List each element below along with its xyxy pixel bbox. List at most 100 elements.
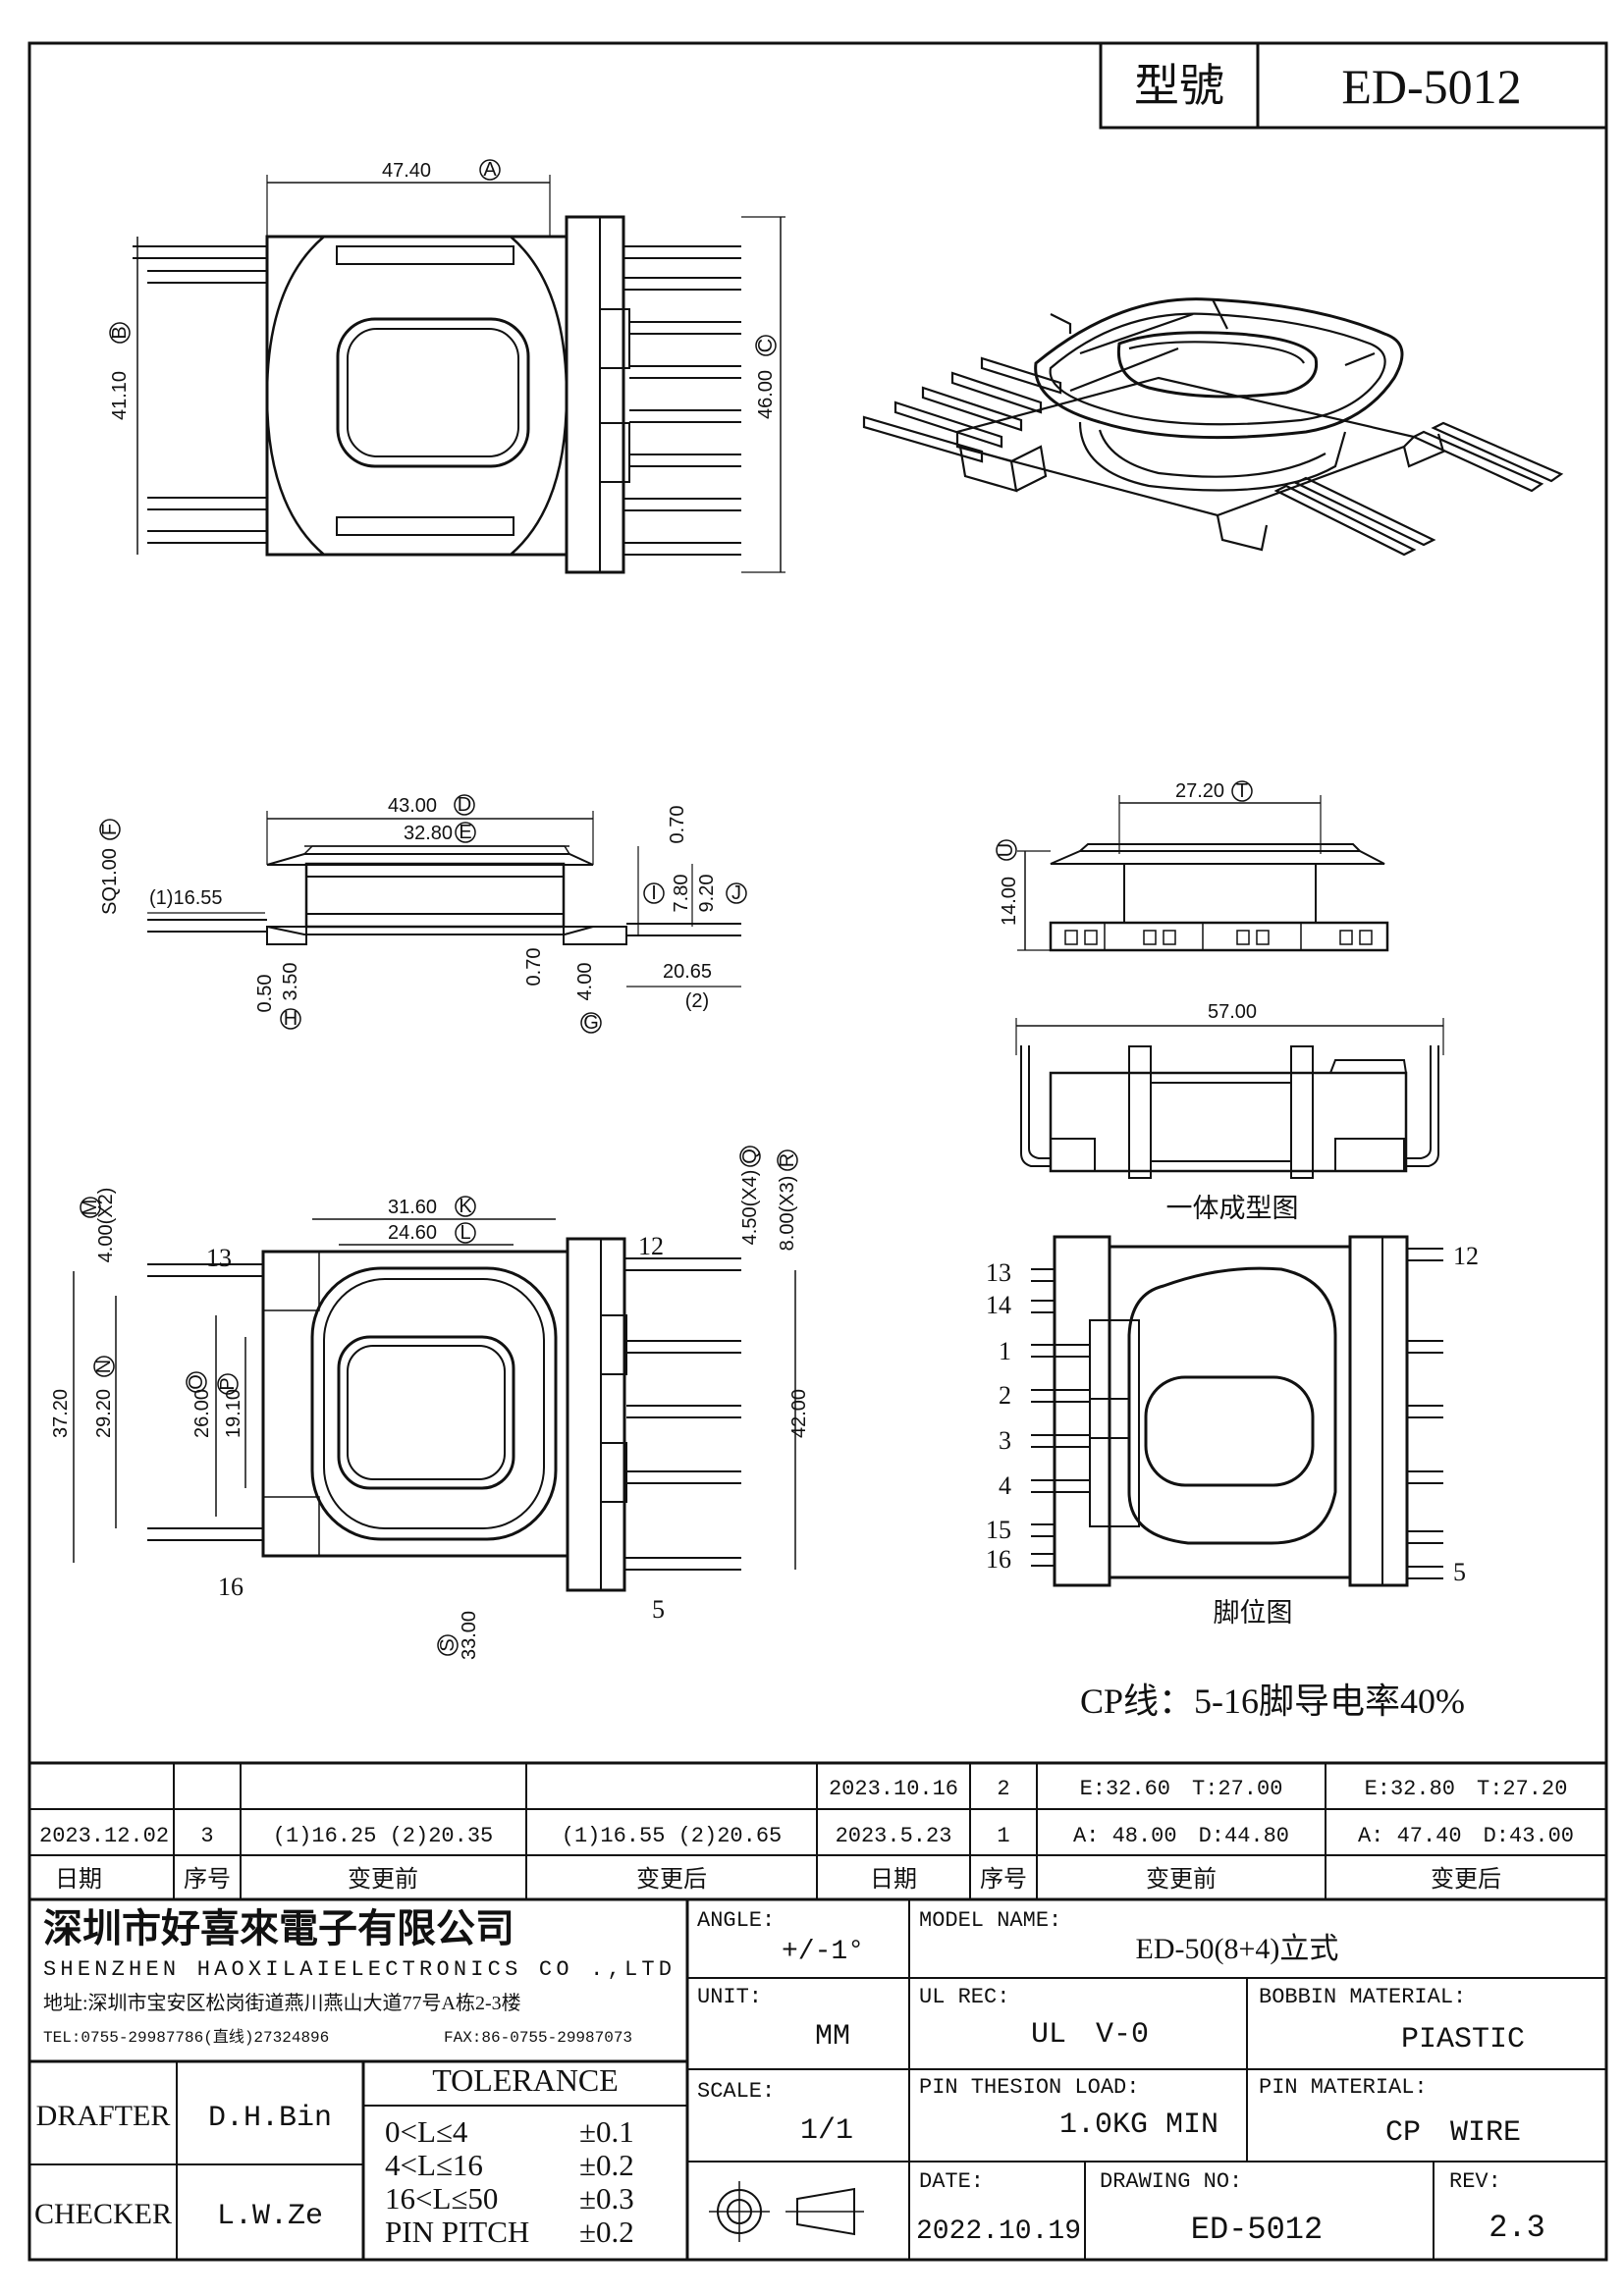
bobbin-material-label: BOBBIN MATERIAL:: [1259, 1985, 1466, 2009]
svg-text:A: A: [483, 159, 497, 181]
tol-value-3: ±0.2: [579, 2215, 634, 2249]
dim-0-70b: 0.70: [523, 948, 545, 987]
dim-20-65: 20.65: [663, 961, 712, 983]
pin-map-12: 12: [1453, 1242, 1479, 1270]
pin-map-5: 5: [1453, 1558, 1466, 1586]
svg-text:E: E: [459, 822, 471, 843]
pin-label-16: 16: [218, 1573, 244, 1601]
dim-q: 4.50(X4): [739, 1170, 761, 1246]
dim-p: 19.10: [223, 1389, 244, 1438]
svg-text:C: C: [755, 339, 777, 352]
dim-42-00: 42.00: [788, 1389, 810, 1438]
bobbin-material-value: PIASTIC: [1401, 2023, 1525, 2056]
tol-value-0: ±0.1: [579, 2114, 634, 2149]
rev-label: REV:: [1449, 2169, 1501, 2194]
tol-range-1: 4<L≤16: [385, 2148, 483, 2182]
dim-f: SQ1.00: [99, 848, 121, 915]
dim-u: 14.00: [999, 877, 1020, 926]
svg-text:G: G: [583, 1012, 599, 1034]
model-name-value: ED-50(8+4)立式: [1136, 1933, 1339, 1965]
pin-map-view: 13 14 1 2 3 4 15 16 12 5: [986, 1235, 1479, 1587]
svg-text:N: N: [93, 1360, 115, 1373]
rev-right-1-date: 2023.5.23: [836, 1824, 952, 1848]
rev-right-1-after: A: 47.40 D:43.00: [1358, 1824, 1574, 1848]
pin-map-16: 16: [986, 1545, 1011, 1574]
dim-0-50: 0.50: [254, 975, 276, 1013]
angle-value: +/-1°: [782, 1937, 864, 1967]
rev-hdr-date-right: 日期: [870, 1867, 917, 1893]
dim-m: 4.00(X2): [95, 1188, 117, 1263]
model-name-label: MODEL NAME:: [919, 1908, 1061, 1933]
model-value: ED-5012: [1341, 59, 1521, 114]
drawing-no-value: ED-5012: [1191, 2212, 1323, 2248]
svg-text:Q: Q: [739, 1148, 761, 1164]
rev-hdr-date-left: 日期: [55, 1867, 102, 1893]
one-piece-view: 57.00: [1015, 1001, 1444, 1179]
rev-hdr-after-right: 变更后: [1431, 1866, 1501, 1893]
projection-symbol-icon: [709, 2181, 864, 2242]
ul-rec-label: UL REC:: [919, 1985, 1009, 2009]
dim-r: 8.00(X3): [777, 1176, 798, 1252]
company-fax: FAX:86-0755-29987073: [444, 2029, 632, 2047]
company-tel: TEL:0755-29987786(直线)27324896: [43, 2028, 329, 2047]
rev-right-1-before: A: 48.00 D:44.80: [1073, 1824, 1289, 1848]
dim-0-70a: 0.70: [667, 806, 688, 844]
rev-hdr-seq-right: 序号: [980, 1866, 1027, 1893]
dim-g: 4.00: [574, 963, 596, 1001]
company-address: 地址:深圳市宝安区松岗街道燕川燕山大道77号A栋2-3楼: [43, 1992, 521, 2014]
pin-load-label: PIN THESION LOAD:: [919, 2075, 1139, 2100]
dim-a: 47.40: [382, 160, 431, 182]
unit-label: UNIT:: [697, 1985, 762, 2009]
svg-text:L: L: [460, 1222, 470, 1244]
side-view: 43.00 D 32.80 E SQ1.00 F (1)16.55 0.50 3…: [99, 794, 747, 1034]
pin-label-5: 5: [652, 1595, 665, 1624]
svg-text:I: I: [651, 882, 657, 904]
svg-text:F: F: [99, 824, 121, 835]
rev-right-0-after: E:32.80 T:27.20: [1365, 1777, 1568, 1801]
tol-range-0: 0<L≤4: [385, 2114, 468, 2149]
svg-text:H: H: [284, 1008, 298, 1030]
bottom-view: 31.60 K 24.60 L 4.00(X2) M 37.20 29.20 N…: [50, 1146, 810, 1660]
pin-material-label: PIN MATERIAL:: [1259, 2075, 1428, 2100]
date-value: 2022.10.19: [916, 2216, 1081, 2247]
caption-pin-map: 脚位图: [1214, 1598, 1293, 1628]
date-label: DATE:: [919, 2169, 984, 2194]
ul-rec-value: UL V-0: [1031, 2018, 1149, 2052]
pin-map-2: 2: [999, 1381, 1011, 1410]
tol-value-1: ±0.2: [579, 2148, 634, 2182]
tolerance-title: TOLERANCE: [432, 2062, 619, 2098]
end-view: 27.20 T 14.00 U: [996, 780, 1389, 952]
pin-map-14: 14: [986, 1291, 1011, 1319]
revision-table: [29, 1761, 1606, 1901]
pin-label-12: 12: [638, 1232, 664, 1260]
dim-2: (2): [685, 990, 709, 1012]
svg-text:S: S: [437, 1638, 459, 1651]
rev-left-date: 2023.12.02: [39, 1824, 169, 1848]
scale-value: 1/1: [800, 2114, 853, 2148]
drafter-value: D.H.Bin: [208, 2102, 332, 2135]
rev-right-0-date: 2023.10.16: [829, 1777, 958, 1801]
checker-label: CHECKER: [34, 2198, 172, 2230]
pin-map-15: 15: [986, 1516, 1011, 1544]
svg-text:K: K: [459, 1196, 472, 1217]
svg-text:P: P: [217, 1377, 239, 1390]
svg-text:T: T: [1236, 780, 1248, 802]
rev-left-before: (1)16.25 (2)20.35: [273, 1824, 493, 1848]
svg-text:D: D: [458, 794, 471, 816]
rev-hdr-seq-left: 序号: [184, 1866, 231, 1893]
dim-o: 26.00: [191, 1389, 213, 1438]
scale-label: SCALE:: [697, 2079, 775, 2104]
dim-37-20: 37.20: [50, 1389, 72, 1438]
drawing-no-label: DRAWING NO:: [1100, 2169, 1242, 2194]
dim-l: 24.60: [388, 1222, 437, 1244]
rev-right-0-seq: 2: [997, 1777, 1009, 1801]
dim-i: 7.80: [671, 875, 692, 913]
pin-load-value: 1.0KG MIN: [1059, 2109, 1218, 2142]
pin-map-4: 4: [999, 1471, 1011, 1500]
cp-note: CP线：5-16脚导电率40%: [1080, 1682, 1465, 1721]
company-name-en: SHENZHEN HAOXILAIELECTRONICS CO .,LTD: [43, 1957, 672, 1982]
drafter-label: DRAFTER: [36, 2100, 171, 2132]
svg-text:R: R: [777, 1153, 798, 1167]
svg-text:O: O: [186, 1374, 207, 1390]
dim-n: 29.20: [93, 1389, 115, 1438]
